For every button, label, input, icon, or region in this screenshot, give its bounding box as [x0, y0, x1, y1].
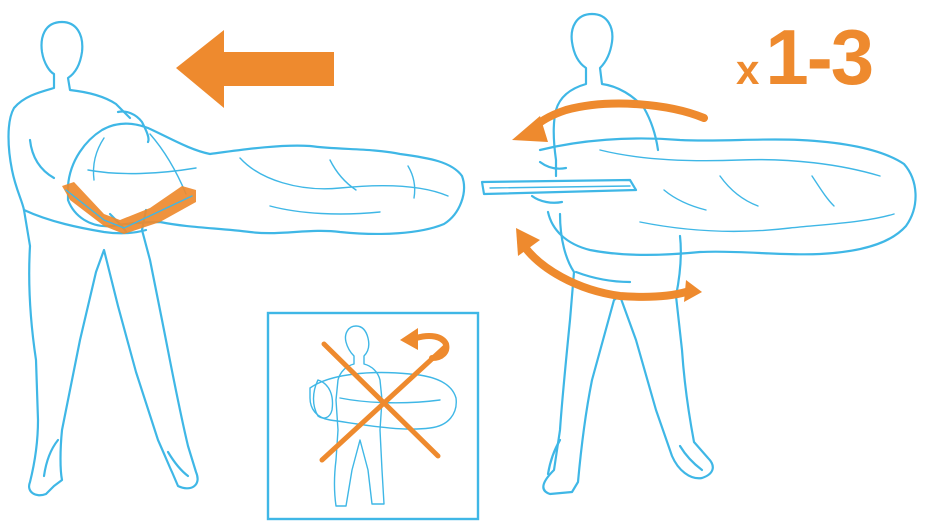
repetition-count: x 1-3	[736, 18, 872, 98]
repetition-prefix: x	[736, 49, 759, 91]
left-arrow-icon	[176, 30, 334, 108]
prohibited-inset	[268, 313, 478, 519]
left-figure	[9, 22, 198, 495]
left-bag-orange-edge	[62, 182, 196, 234]
repetition-range: 1-3	[765, 18, 872, 96]
rotation-arrow-icon	[512, 104, 704, 302]
left-bag-roll	[68, 111, 464, 233]
right-bag-roll	[482, 138, 916, 254]
